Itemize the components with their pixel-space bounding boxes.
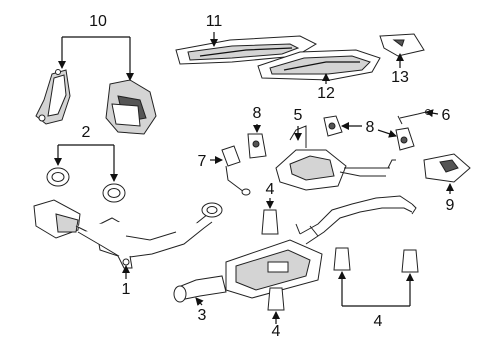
oxygen-sensor — [221, 145, 251, 196]
rubber-insulator — [333, 247, 351, 271]
svg-text:3: 3 — [198, 307, 207, 324]
svg-text:9: 9 — [446, 197, 455, 214]
callout-12: 12 — [317, 73, 335, 102]
callout-4-pair: 4 — [338, 271, 414, 330]
rubber-insulator — [261, 209, 279, 235]
callout-5: 5 — [294, 107, 303, 141]
svg-text:7: 7 — [198, 153, 207, 170]
callout-7: 7 — [198, 153, 223, 170]
resonator — [275, 125, 396, 191]
callout-8-left: 8 — [253, 105, 262, 133]
callout-8-right: 8 — [341, 119, 397, 138]
callout-4-top: 4 — [266, 181, 275, 209]
svg-text:4: 4 — [266, 181, 275, 198]
callout-3: 3 — [195, 297, 207, 324]
svg-text:13: 13 — [391, 69, 409, 86]
svg-text:4: 4 — [374, 313, 383, 330]
callout-4-bottom: 4 — [272, 311, 281, 340]
svg-text:1: 1 — [122, 281, 131, 298]
heat-shield-part — [105, 79, 157, 135]
callout-9: 9 — [446, 183, 455, 214]
heat-shield-bracket — [379, 33, 425, 57]
gasket — [46, 167, 70, 187]
rear-heat-shield — [257, 49, 381, 81]
svg-text:11: 11 — [206, 13, 223, 30]
rubber-insulator — [401, 249, 419, 273]
svg-text:8: 8 — [366, 119, 375, 136]
callout-13: 13 — [391, 53, 409, 86]
heat-shield-part — [35, 69, 71, 125]
exhaust-hanger — [323, 115, 343, 137]
callout-11: 11 — [206, 13, 223, 47]
gasket — [102, 183, 126, 203]
exhaust-hanger — [395, 127, 415, 151]
svg-text:12: 12 — [317, 85, 335, 102]
svg-text:4: 4 — [272, 323, 281, 340]
callout-6: 6 — [425, 107, 451, 124]
hanger-rod — [397, 109, 431, 125]
tailpipe-tip — [423, 153, 471, 183]
muffler-assembly — [173, 195, 417, 303]
svg-text:6: 6 — [442, 107, 451, 124]
rubber-insulator — [267, 287, 285, 311]
exhaust-hanger — [247, 133, 267, 159]
svg-text:10: 10 — [89, 13, 107, 30]
svg-text:8: 8 — [253, 105, 262, 122]
callout-2: 2 — [54, 124, 118, 182]
front-exhaust-pipe-converter — [33, 199, 223, 269]
callout-1: 1 — [122, 265, 131, 298]
svg-text:5: 5 — [294, 107, 303, 124]
svg-text:2: 2 — [82, 124, 91, 141]
floor-heat-shield — [175, 35, 318, 65]
callout-10: 10 — [58, 13, 134, 81]
